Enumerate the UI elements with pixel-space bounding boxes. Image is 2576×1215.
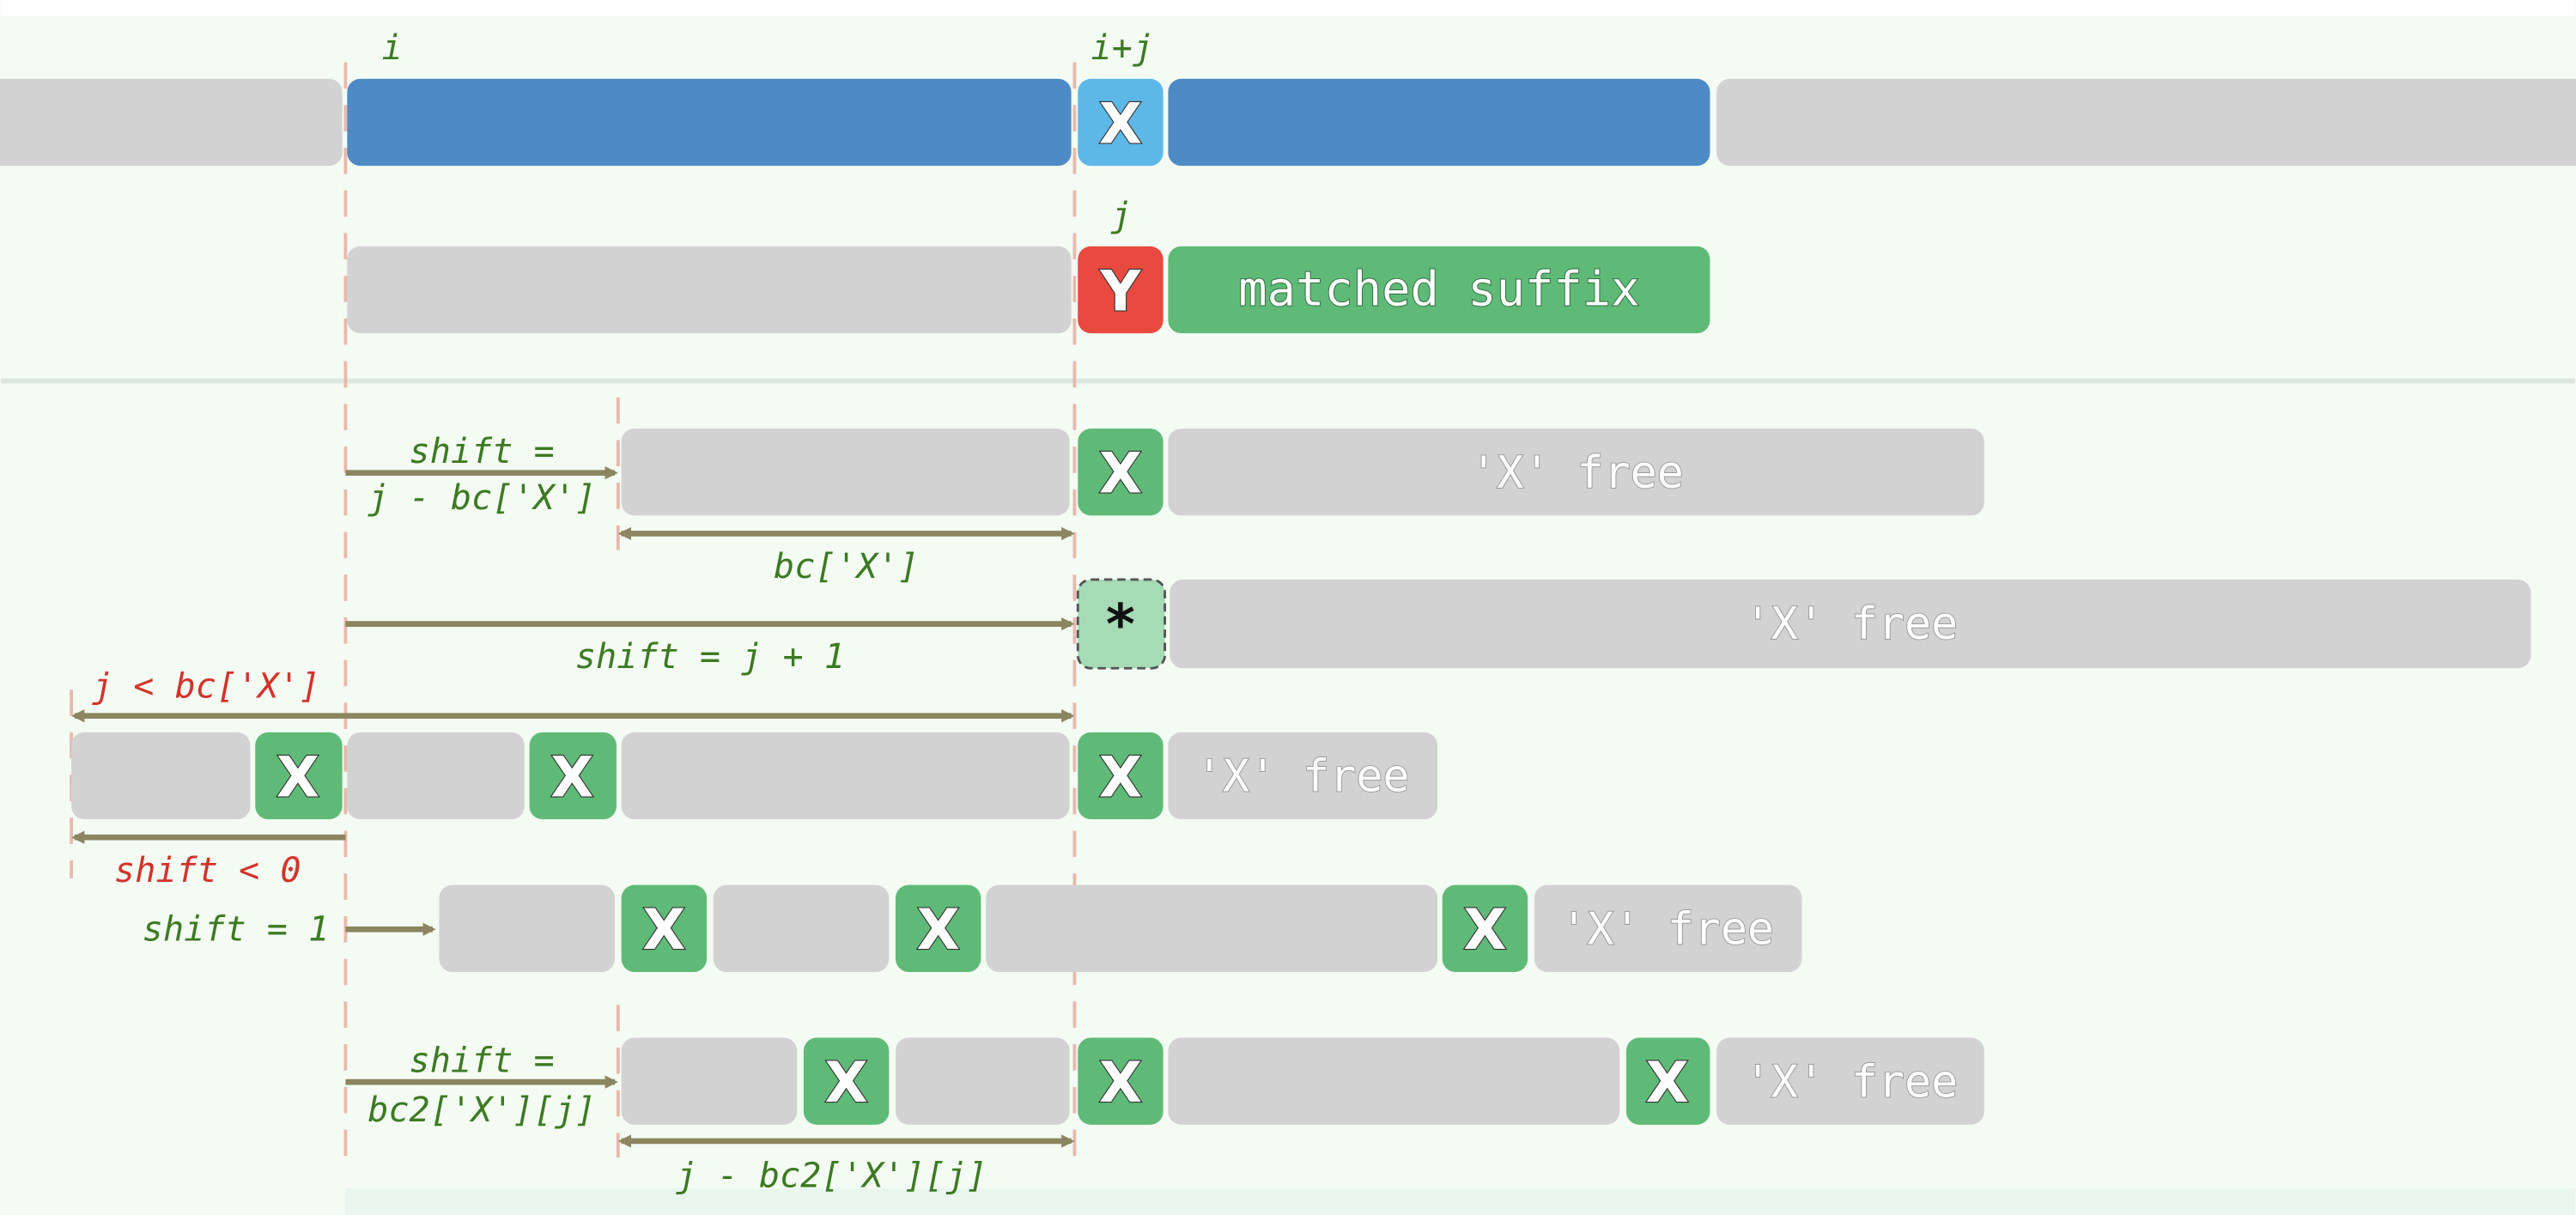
pattern-char-x — [529, 732, 617, 820]
label-i-plus-j: i+j — [1091, 28, 1154, 68]
char-x: X — [1099, 745, 1142, 810]
x-free-label: 'X' free — [1470, 447, 1684, 499]
pattern-char-x — [803, 1037, 890, 1125]
char-x: X — [825, 1051, 868, 1115]
label-shift: shift = — [410, 1042, 555, 1081]
x-free-label: 'X' free — [1560, 903, 1774, 955]
pattern-segment — [621, 428, 1070, 516]
char-x: X — [1646, 1051, 1689, 1115]
text-window-suffix — [1168, 78, 1710, 167]
label-j-minus-bc2: j - bc2['X'][j] — [676, 1156, 987, 1195]
pattern-segment — [347, 732, 525, 820]
label-j: j — [1110, 196, 1131, 235]
x-free-segment — [1168, 732, 1438, 820]
pattern-char-x — [255, 732, 343, 820]
pattern-char-x — [621, 884, 708, 972]
pattern-char-x — [1078, 732, 1163, 820]
label-shift-j-plus-1: shift = j + 1 — [575, 637, 845, 677]
label-j-lt-bc: j < bc['X'] — [92, 667, 320, 707]
matched-suffix — [1168, 246, 1710, 334]
char-x: X — [1099, 442, 1142, 507]
label-shift: shift = — [410, 432, 555, 471]
wildcard-cell — [1076, 578, 1167, 670]
pattern-segment — [986, 884, 1438, 972]
text-segment — [1716, 78, 2576, 167]
label-shift-lt-0: shift < 0 — [114, 851, 301, 890]
matched-suffix-label: matched suffix — [1238, 263, 1639, 318]
pattern-char-x — [895, 884, 981, 972]
x-free-segment — [1716, 1037, 1984, 1125]
pattern-char-y — [1078, 246, 1163, 334]
pattern-char-x — [1625, 1037, 1710, 1125]
x-free-label: 'X' free — [1745, 598, 1959, 650]
x-free-segment — [1534, 884, 1802, 972]
pattern-segment — [439, 884, 616, 972]
text-segment — [0, 78, 343, 167]
char-x: X — [276, 745, 319, 810]
x-free-segment — [1170, 579, 2531, 669]
x-free-label: 'X' free — [1196, 751, 1410, 803]
char-x: X — [550, 745, 593, 810]
pattern-segment — [713, 884, 890, 972]
text-window — [347, 78, 1072, 167]
pattern-segment — [1168, 1037, 1620, 1125]
label-i: i — [381, 28, 402, 68]
char-x: X — [642, 898, 685, 963]
wildcard-star: * — [1103, 593, 1137, 658]
pattern-segment — [895, 1037, 1070, 1125]
x-free-segment — [1168, 428, 1984, 516]
label-shift-1: shift = 1 — [143, 910, 330, 950]
char-x: X — [917, 898, 960, 963]
label-bc2: bc2['X'][j] — [368, 1090, 596, 1130]
pattern-segment — [621, 1037, 798, 1125]
char-x: X — [1463, 898, 1506, 963]
pattern-prefix — [347, 246, 1072, 334]
char-x: X — [1099, 1051, 1142, 1115]
x-free-label: 'X' free — [1745, 1056, 1959, 1108]
pattern-char-x — [1442, 884, 1528, 972]
pattern-char-x — [1078, 428, 1163, 516]
label-j-minus-bc: j - bc['X'] — [368, 478, 596, 518]
pattern-segment — [621, 732, 1070, 820]
label-bc: bc['X'] — [774, 547, 919, 586]
text-char-x — [1078, 78, 1163, 167]
top-band — [0, 0, 2576, 17]
char-x: X — [1099, 92, 1142, 156]
char-y: Y — [1099, 259, 1141, 324]
pattern-segment — [71, 732, 251, 820]
bottom-band — [345, 1188, 2576, 1215]
pattern-char-x — [1078, 1037, 1163, 1125]
